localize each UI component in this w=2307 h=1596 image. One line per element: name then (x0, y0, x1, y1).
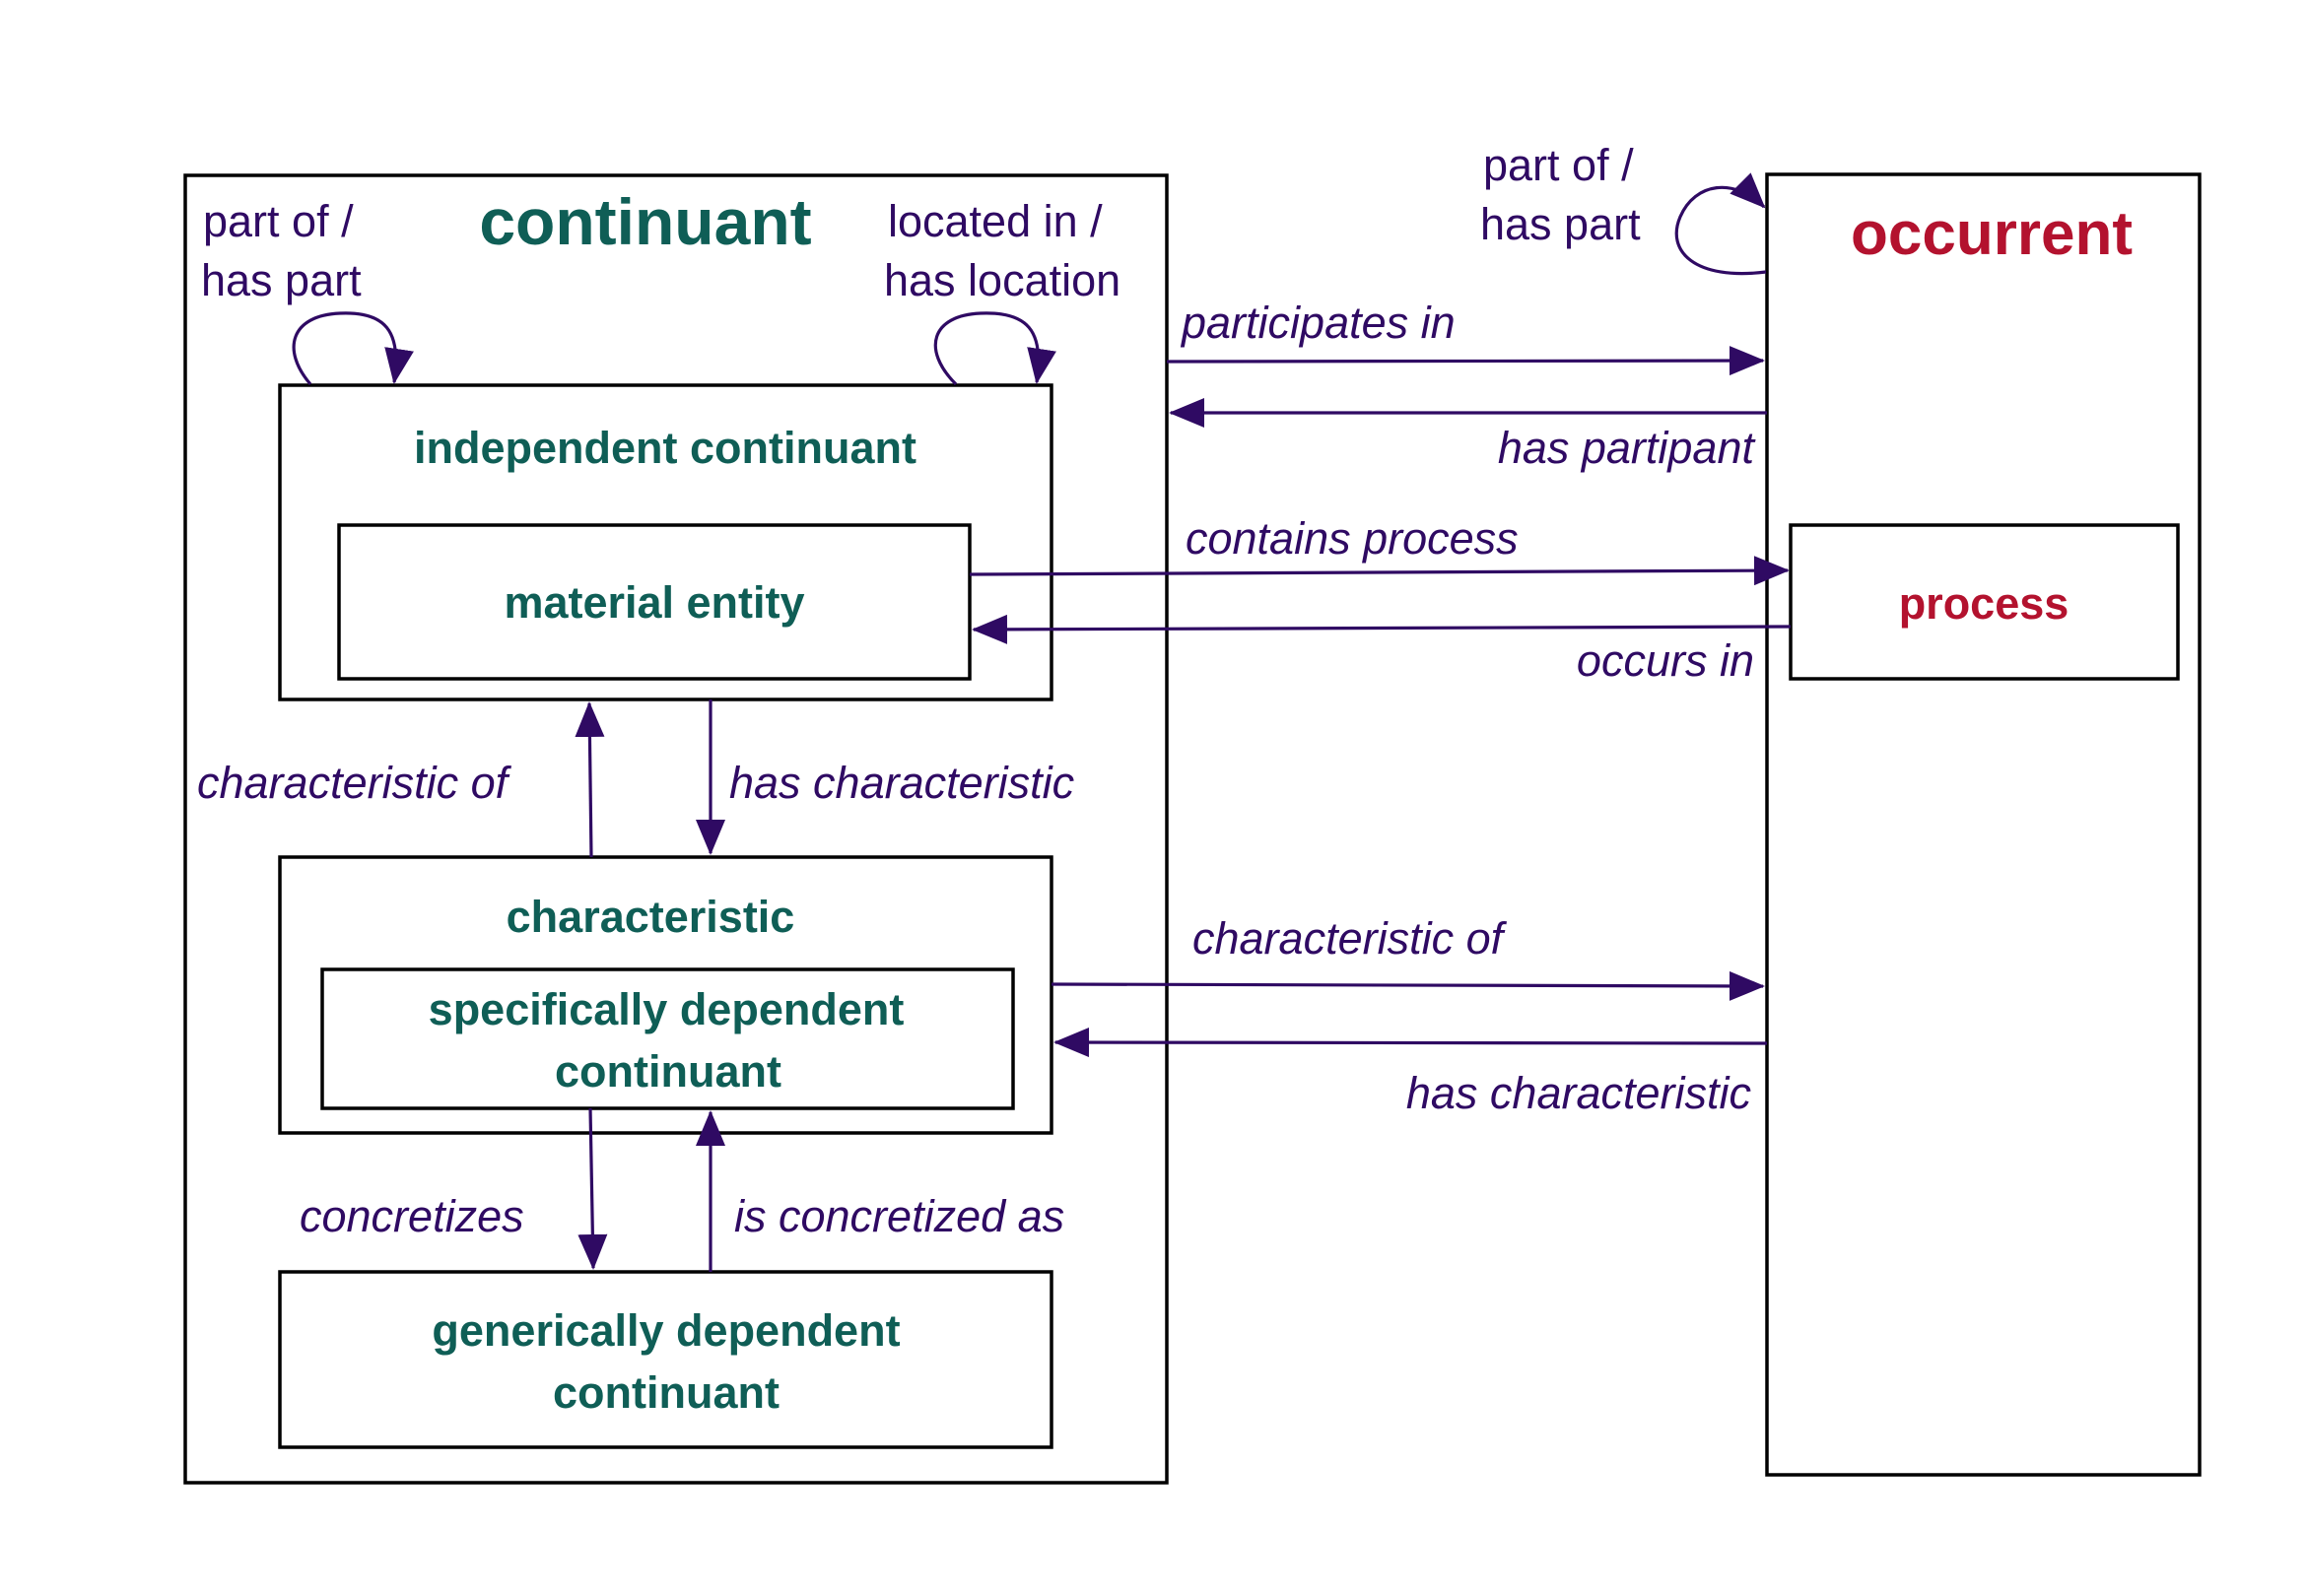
contains-process-arrow (969, 556, 1790, 586)
characteristic-label: characteristic (507, 892, 795, 942)
occurrent-part-of-label-line1: part of / (1483, 140, 1634, 190)
material-entity-label: material entity (504, 577, 804, 628)
continuant-box (183, 173, 1169, 1485)
specifically-dependent-continuant-label-line2: continuant (555, 1046, 781, 1097)
continuant-located-in-loop (933, 311, 1056, 386)
process-label: process (1899, 578, 2070, 629)
participates-in-arrow (1166, 346, 1765, 376)
has-characteristic-left-arrow (1053, 1028, 1768, 1058)
concretizes-arrow (577, 1107, 608, 1270)
specifically-dependent-continuant-box (320, 967, 1015, 1110)
has-participant-label: has partipant (1498, 423, 1757, 473)
characteristic-of-left-label: characteristic of (197, 758, 512, 808)
continuant-title: continuant (479, 185, 811, 258)
independent-continuant-label: independent continuant (414, 423, 916, 473)
continuant-part-of-loop (292, 311, 414, 386)
characteristic-of-right-arrow (1051, 970, 1765, 1001)
characteristic-box (278, 855, 1053, 1135)
participates-in-label: participates in (1180, 298, 1456, 348)
occurs-in-label: occurs in (1577, 635, 1754, 686)
contains-process-label: contains process (1186, 513, 1519, 564)
characteristic-of-up-arrow (575, 701, 605, 858)
occurs-in-arrow (972, 614, 1792, 644)
continuant-located-in-label-line1: located in / (888, 196, 1103, 246)
has-characteristic-left-label: has characteristic (729, 758, 1074, 808)
process-box (1789, 523, 2180, 681)
occurrent-box (1765, 172, 2202, 1477)
occurrent-part-of-loop (1674, 172, 1767, 276)
characteristic-of-right-label: characteristic of (1192, 913, 1508, 964)
concretizes-label: concretizes (300, 1191, 524, 1241)
independent-continuant-box (278, 383, 1053, 701)
generically-dependent-continuant-box (278, 1270, 1053, 1449)
continuant-part-of-label-line1: part of / (203, 196, 354, 246)
has-characteristic-right-label: has characteristic (1406, 1068, 1751, 1118)
continuant-part-of-label-line2: has part (201, 255, 362, 305)
is-concretized-as-label: is concretized as (734, 1191, 1064, 1241)
generically-dependent-continuant-label-line2: continuant (553, 1367, 780, 1418)
material-entity-box (337, 523, 972, 681)
occurrent-part-of-label-line2: has part (1480, 199, 1641, 249)
generically-dependent-continuant-label-line1: generically dependent (432, 1305, 900, 1356)
specifically-dependent-continuant-label-line1: specifically dependent (429, 984, 905, 1034)
continuant-located-in-label-line2: has location (884, 255, 1120, 305)
occurrent-title: occurrent (1851, 200, 2133, 268)
